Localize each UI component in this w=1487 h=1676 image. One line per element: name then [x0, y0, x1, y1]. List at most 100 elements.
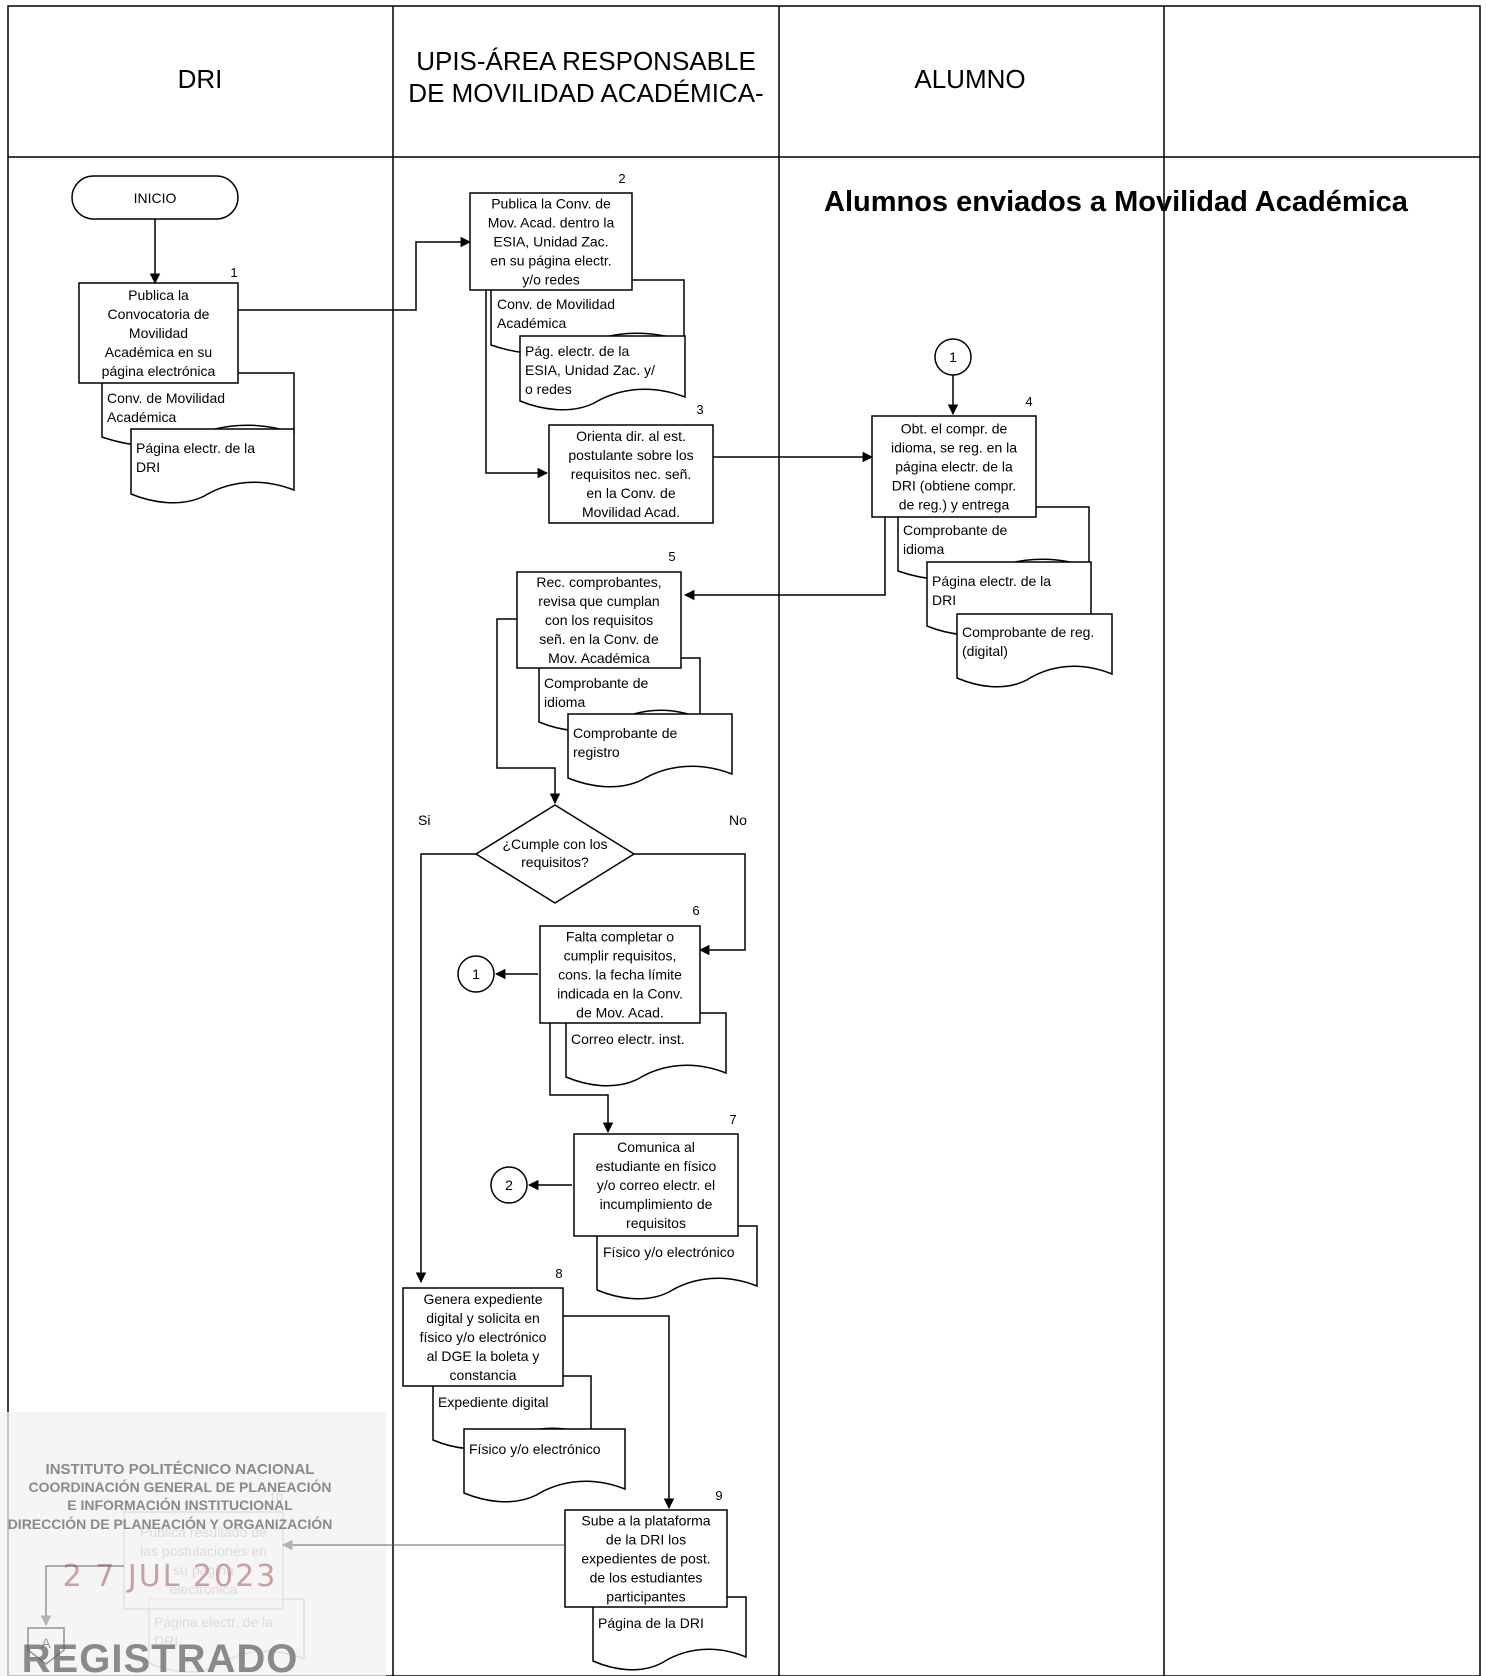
document-label-line: idioma — [544, 694, 585, 710]
step-text-line: Obt. el compr. de — [901, 421, 1008, 437]
step-text-line: de la DRI los — [606, 1532, 686, 1548]
step-number: 6 — [692, 903, 699, 918]
connector-1-left: 1 — [457, 955, 495, 993]
stamp-date: 2 7 JUL 2023 — [63, 1559, 278, 1594]
step-5-process-box: Rec. comprobantes, revisa que cumplan con … — [516, 549, 682, 669]
step-text-line: participantes — [606, 1589, 685, 1605]
step-text-line: expedientes de post. — [581, 1551, 710, 1567]
document-label-line: Físico y/o electrónico — [603, 1244, 735, 1260]
step-9-process-box: Sube a la plataforma de la DRI los expedie… — [564, 1488, 728, 1608]
decision-line-2: requisitos? — [521, 854, 589, 870]
step-text-line: físico y/o electrónico — [420, 1329, 547, 1345]
document-label-line: idioma — [903, 541, 944, 557]
step-text-line: idioma, se reg. en la — [891, 440, 1017, 456]
lane-header-upis-line2: DE MOVILIDAD ACADÉMICA- — [408, 78, 763, 108]
step-text-line: Sube a la plataforma — [581, 1513, 710, 1529]
step-text-line: y/o correo electr. el — [597, 1177, 715, 1193]
step-3-process-box: Orienta dir. al est. postulante sobre los… — [548, 402, 714, 524]
decision-line-1: ¿Cumple con los — [502, 836, 607, 852]
step-number: 3 — [696, 402, 703, 417]
step-text-line: indicada en la Conv. — [557, 986, 683, 1002]
step-number: 9 — [715, 1488, 722, 1503]
step-text-line: constancia — [450, 1367, 517, 1383]
connector-2: 2 — [490, 1166, 528, 1204]
document-label-line: Pág. electr. de la — [525, 343, 630, 359]
step-text-line: ESIA, Unidad Zac. — [493, 234, 608, 250]
step-text-line: con los requisitos — [545, 612, 653, 628]
step-text-line: postulante sobre los — [568, 447, 693, 463]
step-text-line: estudiante en físico — [596, 1158, 717, 1174]
lane-header-upis-line1: UPIS-ÁREA RESPONSABLE — [416, 46, 756, 76]
document-label-line: Página electr. de la — [136, 440, 255, 456]
svg-text:INICIO: INICIO — [134, 190, 177, 206]
step-text-line: Rec. comprobantes, — [536, 574, 661, 590]
svg-text:2: 2 — [505, 1177, 513, 1193]
step-text-line: Movilidad Acad. — [582, 504, 680, 520]
document-label-line: DRI — [932, 592, 956, 608]
lane-header-alumno: ALUMNO — [914, 64, 1025, 94]
step-9-document-1: Página de la DRI — [592, 1596, 747, 1671]
step-text-line: Publica la — [128, 287, 189, 303]
step-text-line: Comunica al — [617, 1139, 695, 1155]
step-text-line: requisitos nec. señ. — [571, 466, 692, 482]
document-label-line: Página electr. de la — [932, 573, 1051, 589]
step-8-document-2: Físico y/o electrónico — [463, 1428, 626, 1503]
document-label-line: Expediente digital — [438, 1394, 549, 1410]
step-text-line: de los estudiantes — [590, 1570, 703, 1586]
step-7-document-1: Físico y/o electrónico — [596, 1225, 758, 1300]
step-text-line: revisa que cumplan — [538, 593, 659, 609]
step-text-line: requisitos — [626, 1215, 686, 1231]
diagram-title: Alumnos enviados a Movilidad Académica — [824, 186, 1409, 218]
document-label-line: Físico y/o electrónico — [469, 1441, 601, 1457]
step-text-line: en su página electr. — [490, 253, 611, 269]
document-label-line: Académica — [497, 315, 566, 331]
step-text-line: cumplir requisitos, — [564, 948, 677, 964]
step-text-line: Falta completar o — [566, 929, 674, 945]
step-6-document-1: Correo electr. inst. — [565, 1012, 727, 1087]
step-text-line: Publica la Conv. de — [491, 196, 611, 212]
step-number: 7 — [729, 1112, 736, 1127]
step-10-overlay: A — [27, 1539, 565, 1665]
step-number: 5 — [668, 549, 675, 564]
decision-cumple-requisitos: ¿Cumple con los requisitos? Si No — [418, 804, 747, 904]
step-number: 4 — [1025, 394, 1032, 409]
step-text-line: señ. en la Conv. de — [539, 631, 659, 647]
stamp-word: REGISTRADO — [22, 1637, 299, 1676]
document-label-line: Comprobante de reg. — [962, 624, 1094, 640]
document-label-line: ESIA, Unidad Zac. y/ — [525, 362, 655, 378]
svg-text:1: 1 — [949, 349, 957, 365]
step-text-line: cons. la fecha límite — [558, 967, 682, 983]
step-text-line: Orienta dir. al est. — [576, 428, 686, 444]
step-text-line: en la Conv. de — [586, 485, 675, 501]
step-6-process-box: Falta completar o cumplir requisitos, cons… — [539, 903, 701, 1024]
decision-yes-label: Si — [418, 812, 430, 828]
step-number: 1 — [230, 265, 237, 280]
document-label-line: Conv. de Movilidad — [107, 390, 225, 406]
step-text-line: Académica en su — [105, 344, 212, 360]
step-text-line: Genera expediente — [423, 1291, 542, 1307]
step-1-process-box: Publica la Convocatoria de MovilidadAcadém… — [78, 265, 239, 384]
step-text-line: Convocatoria de — [108, 306, 210, 322]
step-4-document-3: Comprobante de reg. (digital) — [956, 613, 1113, 688]
document-label-line: Comprobante de — [544, 675, 649, 691]
step-text-line: al DGE la boleta y — [427, 1348, 540, 1364]
connector-1-top: 1 — [934, 338, 972, 376]
step-7-process-box: Comunica al estudiante en físico y/o corre… — [573, 1112, 739, 1237]
step-text-line: Movilidad — [129, 325, 188, 341]
svg-text:1: 1 — [472, 966, 480, 982]
lane-headers: DRI UPIS-ÁREA RESPONSABLE DE MOVILIDAD A… — [178, 46, 1026, 108]
step-text-line: página electrónica — [102, 363, 216, 379]
document-label-line: (digital) — [962, 643, 1008, 659]
document-label-line: registro — [573, 744, 620, 760]
step-text-line: de Mov. Acad. — [576, 1005, 664, 1021]
lane-header-dri: DRI — [178, 64, 223, 94]
